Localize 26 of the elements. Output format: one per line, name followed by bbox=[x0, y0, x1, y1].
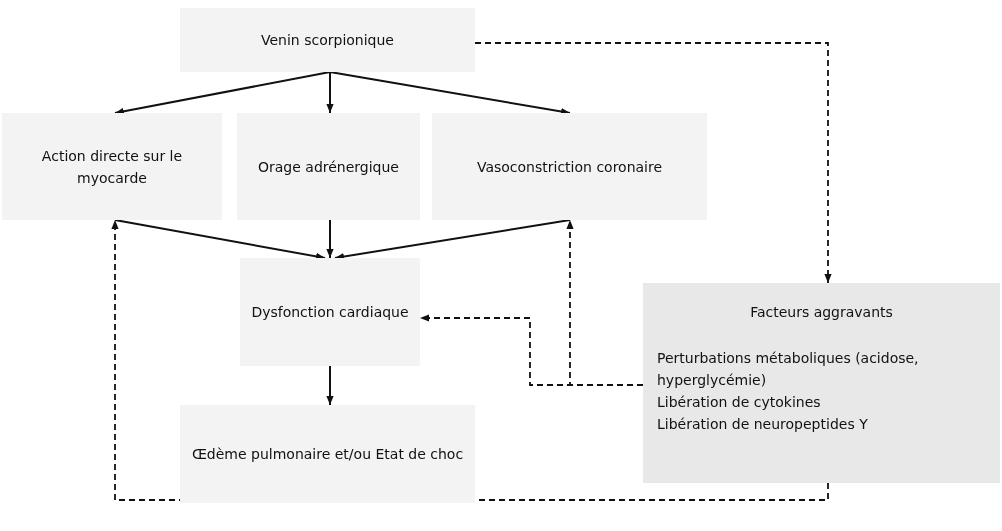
process-box bbox=[237, 113, 420, 220]
box-title: Orage adrénergique bbox=[258, 157, 399, 177]
dashed-arrow bbox=[474, 42, 832, 284]
box-title: Venin scorpionique bbox=[261, 31, 394, 50]
arrow bbox=[326, 365, 334, 406]
process-box bbox=[180, 8, 475, 72]
process-box bbox=[180, 405, 475, 503]
dashed-arrow bbox=[566, 219, 644, 386]
arrow bbox=[114, 219, 326, 260]
box-title: Œdème pulmonaire et/ou Etat de choc bbox=[191, 445, 464, 464]
process-box bbox=[432, 113, 707, 220]
process-box bbox=[643, 283, 1000, 483]
arrow bbox=[329, 71, 571, 116]
box-title: Vasoconstriction coronaire bbox=[476, 157, 663, 177]
box-text: Libération de cytokines bbox=[657, 393, 822, 412]
arrow bbox=[334, 219, 571, 261]
arrow bbox=[114, 71, 331, 115]
box-text: Perturbations métaboliques (acidose, hyperglycémie) bbox=[657, 349, 920, 390]
box-title: Facteurs aggravants bbox=[749, 303, 894, 322]
box-title: Action directe sur le myocarde bbox=[40, 146, 184, 188]
arrow bbox=[326, 219, 334, 259]
process-box bbox=[2, 113, 222, 220]
arrow bbox=[326, 71, 334, 114]
process-box bbox=[240, 258, 420, 366]
box-title: Dysfonction cardiaque bbox=[251, 303, 409, 322]
box-text: Libération de neuropeptides Y bbox=[657, 415, 869, 434]
